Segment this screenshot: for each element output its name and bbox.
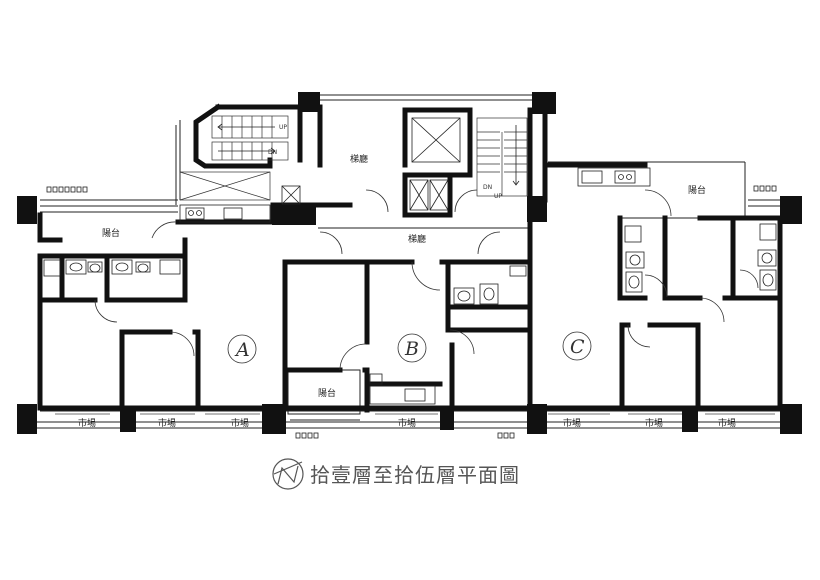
floor-plan-title: 拾壹層至拾伍層平面圖 <box>310 463 520 487</box>
stair-up-right: UP <box>494 193 502 200</box>
north-arrow-icon <box>272 458 304 490</box>
stair-dn-left: DN <box>268 149 277 156</box>
stair-hall-main-label: 梯廳 <box>408 233 426 245</box>
window-label-4: 市場 <box>398 417 416 429</box>
walls <box>37 103 783 413</box>
stair-arrows <box>217 123 520 186</box>
columns <box>17 92 802 434</box>
elevators <box>281 117 461 211</box>
balcony-right-label: 陽台 <box>688 184 706 196</box>
window-label-5: 市場 <box>563 417 581 429</box>
stair-right <box>476 117 528 197</box>
unit-a-label: A <box>234 339 250 361</box>
window-label-1: 市場 <box>78 417 96 429</box>
window-label-7: 市場 <box>718 417 736 429</box>
stair-up-left: UP <box>279 124 287 131</box>
window-label-6: 市場 <box>645 417 663 429</box>
bathroom-fixtures <box>43 223 777 305</box>
ac-units <box>46 185 777 439</box>
window-label-3: 市場 <box>231 417 249 429</box>
door-swings <box>94 189 759 371</box>
thin-outlines <box>28 94 792 429</box>
balcony-left-label: 陽台 <box>102 227 120 239</box>
kitchen-counters <box>179 167 651 405</box>
window-label-2: 市場 <box>158 417 176 429</box>
unit-labels: A B C <box>227 331 592 364</box>
stair-hall-top-label: 梯廳 <box>350 153 368 165</box>
room-labels: 梯廳 梯廳 陽台 陽台 陽台 市場 市場 市場 市場 市場 市場 市場 UP D… <box>78 124 736 429</box>
stair-dn-right: DN <box>483 184 492 191</box>
balcony-b-label: 陽台 <box>318 387 336 399</box>
unit-b-label: B <box>404 338 419 360</box>
unit-c-label: C <box>570 336 585 358</box>
